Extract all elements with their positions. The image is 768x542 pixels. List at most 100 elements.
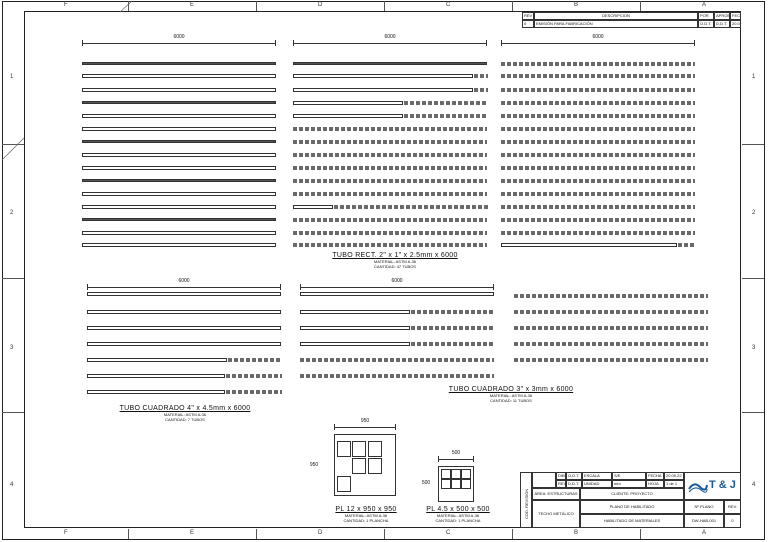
- zone-divider: [640, 529, 641, 539]
- dimension-label: 950: [360, 418, 370, 424]
- tube-bar: [300, 292, 494, 296]
- tb-cell: HOJA: [646, 480, 664, 488]
- tube-bar: [501, 74, 695, 78]
- dimension-label: 6000: [384, 34, 396, 40]
- tube-bar: [82, 127, 276, 131]
- tube-bar: [293, 114, 488, 118]
- zone-label-top: C: [446, 2, 451, 8]
- zone-label-bottom: F: [64, 530, 68, 536]
- tb-plan-no: DW-HAB-001: [684, 514, 724, 528]
- tube-bar: [87, 292, 281, 296]
- tube-bar: [293, 62, 487, 65]
- tube-bar: [87, 374, 282, 378]
- tube-offcut: [226, 374, 282, 378]
- tube-offcut: [678, 243, 696, 247]
- dimension-line: [82, 40, 276, 46]
- company-name: T & J: [709, 479, 736, 491]
- tube-bar: [300, 342, 495, 346]
- tb-drawing-title: HABILITADO DE MATERIALES: [580, 514, 684, 528]
- rev-header: APROB: [714, 12, 730, 20]
- zone-divider: [742, 278, 764, 279]
- tube-bar: [501, 101, 695, 105]
- tb-plan-no-label: Nº PLANO: [684, 500, 724, 514]
- tube-bar: [293, 140, 487, 144]
- tube-bar: [501, 114, 695, 118]
- tb-area: ÁREA: ESTRUCTURAS: [532, 488, 580, 500]
- tube-bar: [82, 179, 276, 182]
- plate-part: [441, 479, 451, 489]
- drawing-inner-frame: [24, 11, 741, 528]
- logo-wave-icon: [688, 483, 708, 493]
- plate-part: [451, 479, 461, 489]
- zone-label-bottom: C: [446, 530, 451, 536]
- tb-cell: 20.09.22: [664, 472, 684, 480]
- dimension-label: 6000: [173, 34, 185, 40]
- tube-offcut: [228, 358, 282, 362]
- tube-bar: [293, 192, 487, 196]
- zone-label-right: 3: [752, 345, 756, 351]
- zone-divider: [256, 529, 257, 539]
- tube-bar: [293, 153, 487, 157]
- title-block-side: COD. REVISIÓN: [520, 472, 532, 528]
- tube-bar: [82, 153, 276, 157]
- caption-material: MATERIAL: ASTM A-36: [373, 259, 417, 264]
- tube-bar: [501, 140, 695, 144]
- corner-marks: [1, 0, 133, 161]
- tube-bar: [87, 358, 282, 362]
- tube-bar: [293, 243, 487, 247]
- tube-bar: [82, 62, 276, 65]
- tube-bar: [293, 218, 487, 222]
- title-block-side-label: COD. REVISIÓN: [524, 488, 529, 519]
- rev-header: FECHA: [730, 12, 741, 20]
- tb-cell: O.D.T.: [566, 472, 582, 480]
- plate-part: [451, 469, 461, 479]
- tb-client: CLIENTE: PROYECTO: [580, 488, 684, 500]
- tube-bar: [501, 243, 696, 247]
- zone-divider: [742, 412, 764, 413]
- tube-bar: [293, 166, 487, 170]
- zone-label-left: 4: [10, 482, 14, 488]
- tube-bar: [293, 101, 488, 105]
- rev-header: DESCRIPCION: [534, 12, 698, 20]
- zone-divider: [512, 529, 513, 539]
- tube-offcut: [334, 205, 488, 209]
- tube-offcut: [411, 326, 495, 330]
- tube-bar: [293, 88, 488, 92]
- zone-label-left: 3: [10, 345, 14, 351]
- caption-quantity: CANTIDAD: 11 TUBOS: [490, 398, 532, 403]
- tube-offcut: [404, 101, 488, 105]
- tube-bar: [82, 205, 276, 209]
- tube-bar: [514, 310, 708, 314]
- caption-rect-tube: TUBO RECT. 2" x 1" x 2.5mm x 6000 MATERI…: [320, 252, 470, 269]
- tube-bar: [501, 153, 695, 157]
- caption-material: MATERIAL: ASTM A-36: [344, 513, 388, 518]
- tube-bar: [82, 74, 276, 78]
- dimension-label: 6000: [592, 34, 604, 40]
- zone-label-left: 2: [10, 210, 14, 216]
- zone-label-top: F: [64, 2, 68, 8]
- tube-bar: [87, 310, 281, 314]
- zone-label-right: 1: [752, 74, 756, 80]
- tube-bar: [501, 231, 695, 235]
- dimension-line: [87, 284, 281, 290]
- dimension-label: 950: [309, 462, 319, 468]
- plate-part: [461, 479, 471, 489]
- caption-title: TUBO CUADRADO 3" x 3mm x 6000: [448, 386, 574, 393]
- tube-offcut: [226, 390, 282, 394]
- tube-bar: [501, 205, 695, 209]
- tb-cell: DIBUJO: [556, 472, 566, 480]
- plate-part: [352, 441, 366, 457]
- tb-cell: S/E: [612, 472, 646, 480]
- tube-bar: [87, 326, 281, 330]
- plate-part: [368, 441, 382, 457]
- tube-bar: [293, 231, 487, 235]
- rev-header: REV: [522, 12, 534, 20]
- tube-bar: [82, 243, 276, 247]
- tb-project: TECHO METÁLICO: [532, 500, 580, 528]
- caption-quantity: CANTIDAD: 1 PLANCHA: [435, 518, 481, 523]
- zone-divider: [384, 1, 385, 11]
- tube-bar: [293, 74, 488, 78]
- dimension-line: [438, 456, 474, 462]
- zone-label-top: B: [574, 2, 579, 8]
